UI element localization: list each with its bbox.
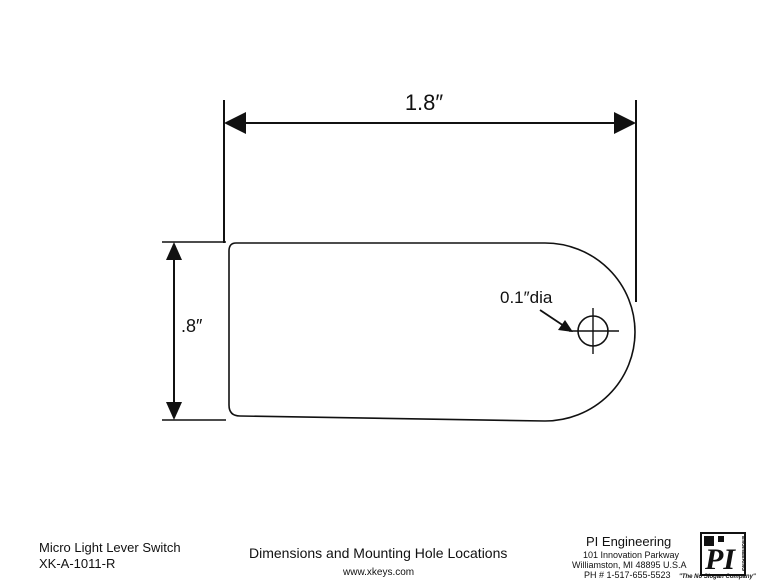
hole-leader-arrowhead — [558, 320, 573, 332]
pi-engineering-logo: PI ENGINEERING — [700, 532, 746, 576]
hole-leader-line — [539, 309, 565, 327]
width-right-arrowhead — [614, 112, 636, 134]
part-outline — [228, 242, 636, 422]
address-line-2: Williamston, MI 48895 U.S.A — [572, 560, 687, 570]
website-link[interactable]: www.xkeys.com — [343, 567, 415, 578]
height-dimension-label: .8″ — [181, 316, 203, 336]
width-left-arrowhead — [224, 112, 246, 134]
width-dimension-label: 1.8″ — [405, 90, 444, 115]
document-title: Dimensions and Mounting Hole Locations — [249, 545, 508, 561]
logo-side-text: ENGINEERING — [740, 536, 746, 571]
part-name: Micro Light Lever Switch — [39, 540, 181, 555]
height-bottom-arrowhead — [166, 402, 182, 420]
logo-text: PI — [704, 543, 736, 576]
height-top-arrowhead — [166, 242, 182, 260]
phone-number: PH # 1-517-655-5523 — [584, 570, 671, 580]
address-line-1: 101 Innovation Parkway — [583, 550, 680, 560]
part-number: XK-A-1011-R — [39, 556, 116, 571]
company-slogan: "The No Slogan Company" — [679, 574, 756, 580]
company-name: PI Engineering — [586, 534, 672, 549]
hole-diameter-label: 0.1″dia — [500, 288, 553, 307]
